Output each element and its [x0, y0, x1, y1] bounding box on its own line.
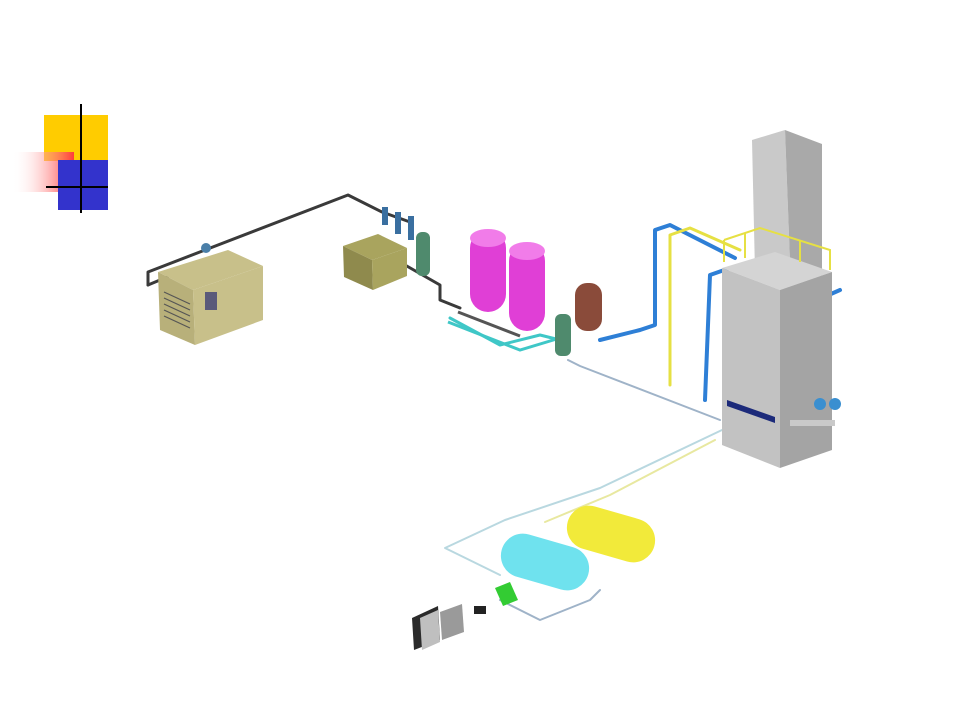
blue-square — [58, 160, 108, 210]
compressor-valve — [201, 243, 211, 253]
lox-storage-tank — [500, 533, 590, 591]
heater-filter — [555, 314, 571, 356]
inline-filters — [382, 207, 430, 276]
air-pipe-to-purifier — [403, 263, 462, 310]
compressor-panel — [205, 292, 217, 310]
coldbox-valves — [790, 398, 841, 426]
air-compressor — [158, 243, 263, 345]
filter-vessel — [416, 232, 430, 276]
coldbox-front — [722, 268, 780, 468]
blue-pipe-to-coldbox — [598, 223, 737, 342]
coldbox-top — [722, 252, 832, 290]
control-panel — [412, 604, 464, 650]
storage-return-pipe — [499, 589, 601, 621]
purifier-skid-piping — [447, 310, 561, 352]
pump-skid — [495, 582, 518, 606]
corner-squares-icon — [12, 104, 108, 213]
column-front — [752, 130, 790, 272]
purifier-vessel-1 — [470, 229, 506, 312]
lin-storage-tank — [566, 505, 656, 563]
yellow-pipe-to-coldbox — [668, 226, 742, 387]
buffer-tank — [575, 283, 602, 331]
product-pipe-yellow — [544, 439, 716, 523]
coldbox-side — [780, 272, 832, 468]
gray-pipe-to-coldbox — [567, 359, 721, 421]
coldbox-band — [727, 400, 775, 423]
cold-box — [722, 130, 841, 468]
control-unit — [474, 606, 486, 614]
purifier-vessel-2 — [509, 242, 545, 331]
coldbox-platform-rail — [723, 226, 831, 270]
compressor-grille — [163, 291, 191, 329]
column-side — [785, 130, 822, 276]
refrigerated-dryer — [343, 234, 407, 290]
product-pipe-to-storage — [444, 429, 723, 576]
